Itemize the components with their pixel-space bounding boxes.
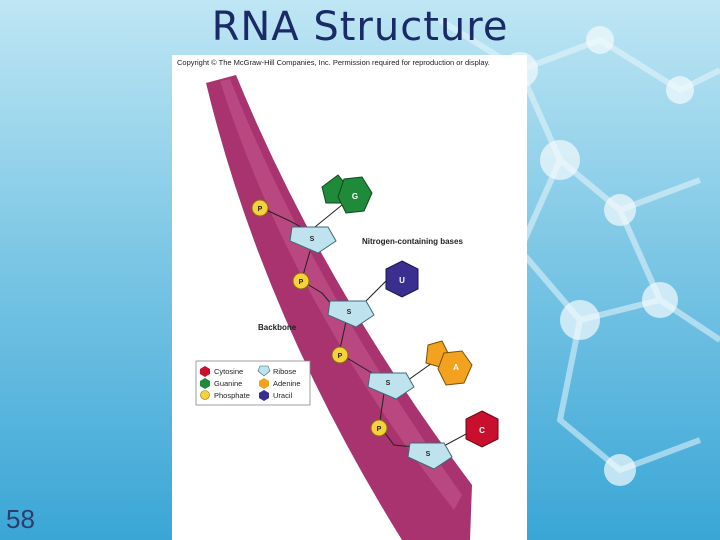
ribose-sugar: S — [289, 226, 337, 254]
svg-text:Phosphate: Phosphate — [214, 391, 250, 400]
copyright-notice: Copyright © The McGraw-Hill Companies, I… — [177, 58, 490, 67]
svg-text:U: U — [399, 276, 405, 285]
svg-text:Cytosine: Cytosine — [214, 367, 243, 376]
key-item-phosphate: Phosphate — [200, 390, 250, 400]
cytosine-base: C — [465, 410, 499, 448]
svg-text:P: P — [258, 206, 263, 213]
key-item-guanine: Guanine — [200, 378, 242, 389]
slide-title: RNA Structure — [211, 4, 509, 50]
rna-diagram: P P P P S S S S — [195, 75, 499, 540]
svg-text:A: A — [453, 363, 459, 372]
phosphate-node: P — [292, 272, 310, 290]
ribose-sugar: S — [407, 442, 453, 470]
key-item-ribose: Ribose — [257, 365, 296, 377]
guanine-base: G — [321, 174, 373, 214]
svg-text:Adenine: Adenine — [273, 379, 301, 388]
svg-text:P: P — [377, 426, 382, 433]
key-item-uracil: Uracil — [259, 390, 293, 401]
key-item-cytosine: Cytosine — [200, 366, 243, 377]
svg-text:Guanine: Guanine — [214, 379, 242, 388]
svg-text:Ribose: Ribose — [273, 367, 296, 376]
svg-text:G: G — [352, 192, 358, 201]
svg-text:S: S — [386, 380, 391, 387]
ribose-sugar: S — [327, 300, 375, 328]
svg-text:Uracil: Uracil — [273, 391, 293, 400]
rna-figure: Copyright © The McGraw-Hill Companies, I… — [172, 55, 527, 540]
phosphate-node: P — [370, 419, 388, 437]
ribose-sugar: S — [367, 372, 415, 400]
svg-text:C: C — [479, 426, 485, 435]
key-item-adenine: Adenine — [259, 378, 301, 389]
svg-text:P: P — [299, 279, 304, 286]
uracil-base: U — [385, 260, 419, 298]
slide-number: 58 — [6, 504, 35, 534]
svg-text:S: S — [347, 309, 352, 316]
svg-text:S: S — [310, 236, 315, 243]
color-key: Cytosine Ribose Guanine Adenine Phosphat… — [195, 360, 311, 406]
svg-text:S: S — [426, 451, 431, 458]
phosphate-node: P — [251, 199, 269, 217]
backbone-label: Backbone — [258, 323, 297, 332]
svg-text:P: P — [338, 353, 343, 360]
bases-label: Nitrogen-containing bases — [362, 237, 463, 246]
adenine-base: A — [425, 340, 473, 386]
phosphate-node: P — [331, 346, 349, 364]
